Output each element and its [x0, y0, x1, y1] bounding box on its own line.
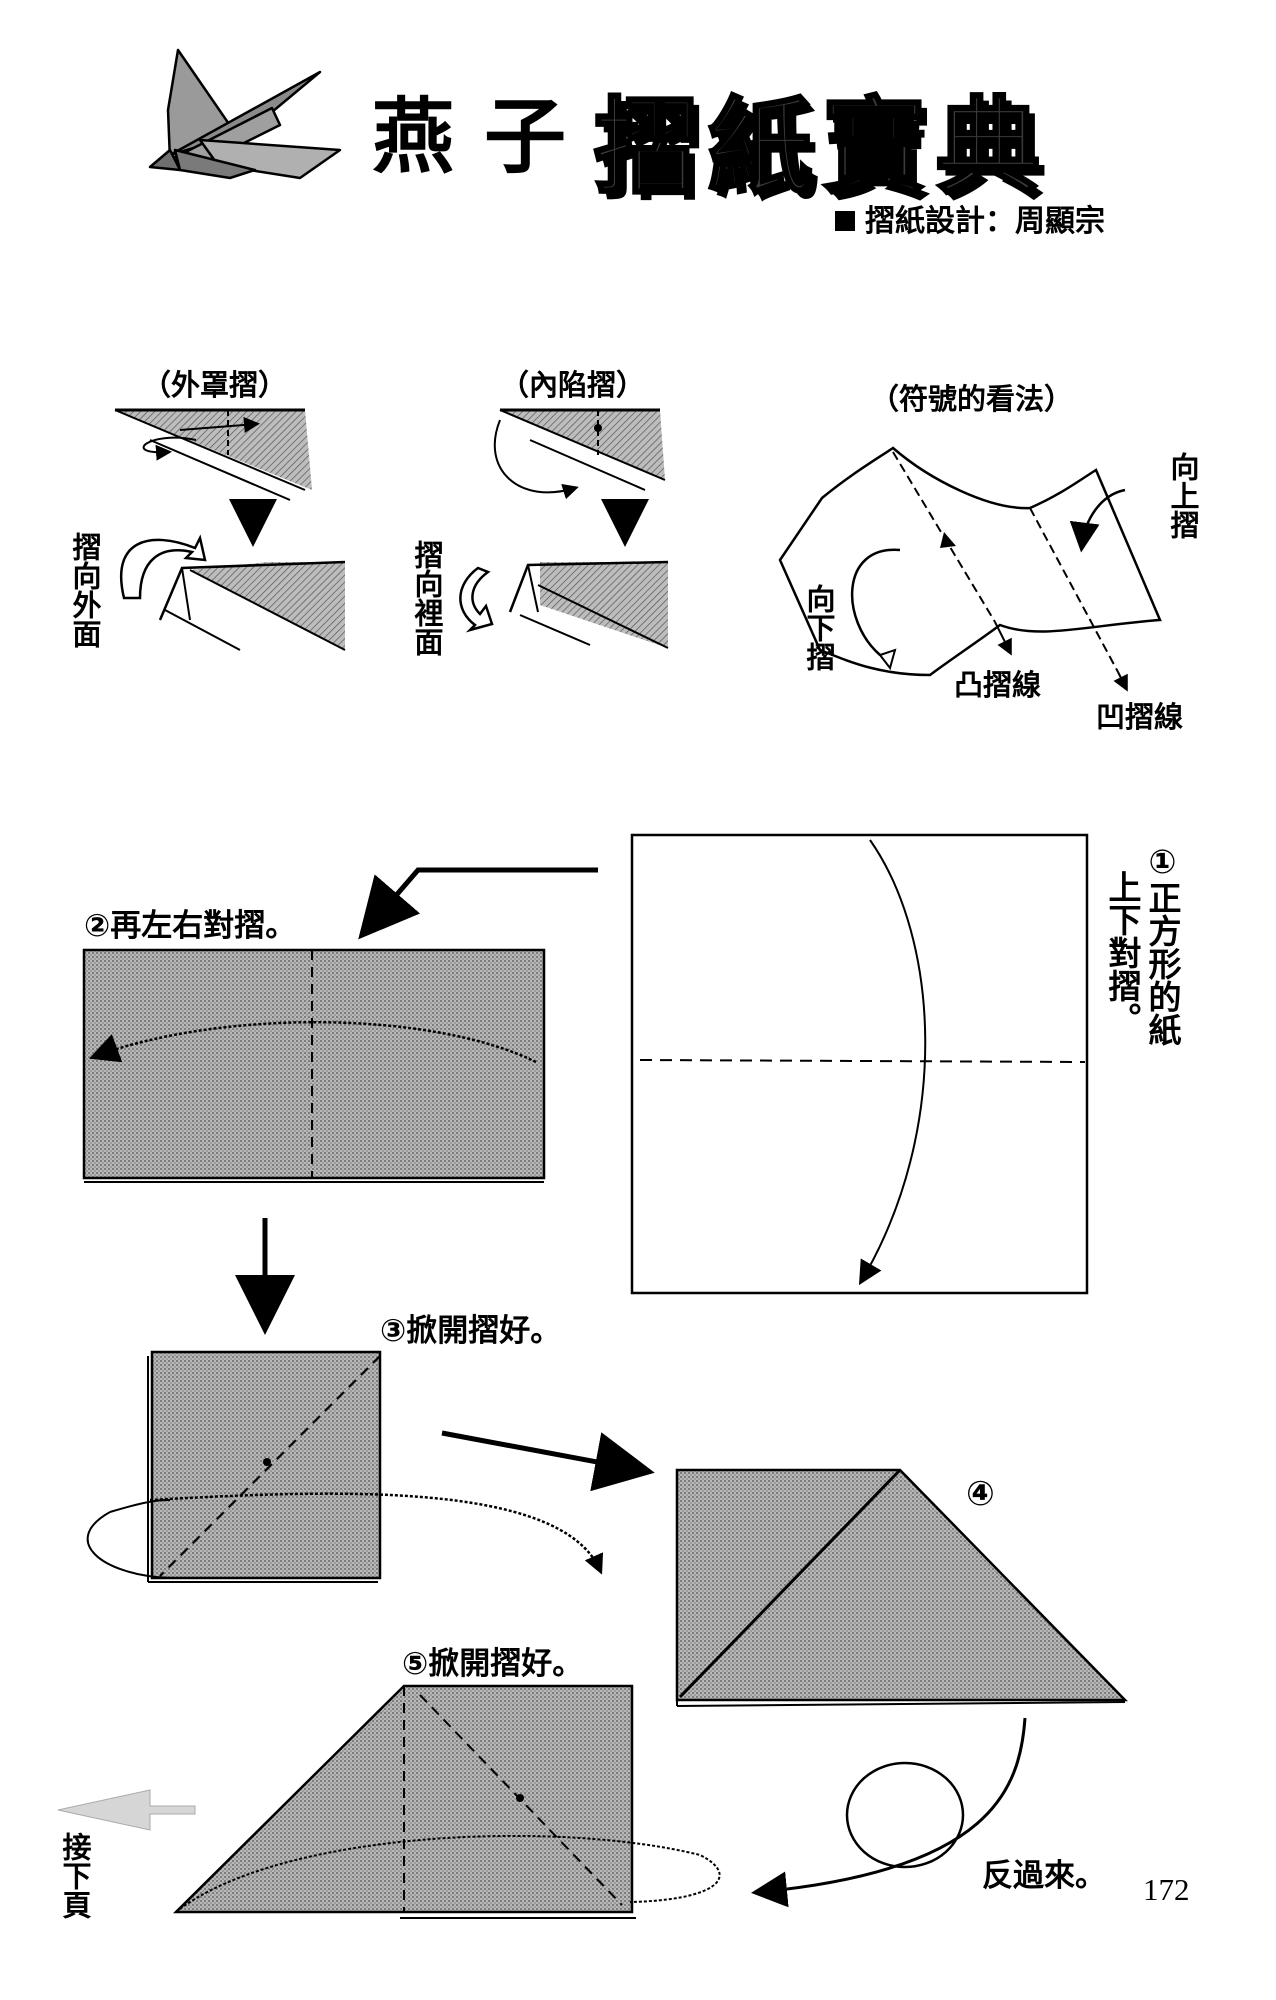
inside-fold-title: （內陷摺）: [500, 368, 646, 402]
valley-line-label: 凹摺線: [1096, 700, 1184, 734]
title-prefix: 燕子: [372, 90, 597, 185]
step3-label: ③掀開摺好。: [380, 1313, 562, 1349]
arrow-step1-to-step2: [358, 867, 598, 940]
outside-fold-diagram: [114, 408, 346, 651]
next-page-label: 接下頁: [58, 1832, 92, 1919]
mountain-line-label: 凸摺線: [954, 668, 1042, 702]
outside-fold-note: 摺向外面: [68, 532, 102, 648]
inside-fold-note: 摺向裡面: [410, 540, 444, 656]
fold-down-label: 向下摺: [802, 584, 836, 671]
step1-number-and-text: ①正方形的紙: [1143, 842, 1182, 1046]
step1-text-b: 上下對摺。: [1103, 870, 1142, 1035]
symbols-title: （符號的看法）: [870, 382, 1074, 416]
designer-credit: 摺紙設計：周顯宗: [835, 196, 1105, 240]
step1-number: ①: [1143, 842, 1182, 881]
crescent-arrow-icon: [459, 566, 494, 633]
step2-rectangle: [82, 948, 546, 1183]
step4-number: ④: [966, 1474, 995, 1514]
step1-text-a: 正方形的紙: [1143, 881, 1182, 1046]
flip-label: 反過來。: [982, 1858, 1106, 1894]
step4-shape: [675, 1468, 1128, 1908]
arrow-step3-to-step4: [441, 1430, 655, 1492]
step5-label: ⑤掀開摺好。: [402, 1646, 584, 1682]
designer-text: 摺紙設計：周顯宗: [865, 204, 1105, 239]
inside-fold-diagram: [459, 408, 669, 649]
symbol-legend-diagram: [778, 446, 1162, 692]
fold-up-label: 向上摺: [1166, 452, 1200, 539]
outside-fold-title: （外罩摺）: [142, 368, 288, 402]
title-main: 摺紙寶典: [592, 85, 1051, 210]
curved-arrow-icon: [119, 534, 207, 600]
page-number: 172: [1143, 1872, 1190, 1907]
square-bullet-icon: [835, 211, 855, 231]
step3-square: [86, 1350, 604, 1583]
next-page-arrow-icon: [57, 1789, 196, 1831]
step2-label: ②再左右對摺。: [84, 908, 297, 944]
step5-shape: [172, 1684, 721, 1919]
step1-square: [630, 833, 1089, 1295]
swallow-logo-icon: [148, 48, 342, 180]
